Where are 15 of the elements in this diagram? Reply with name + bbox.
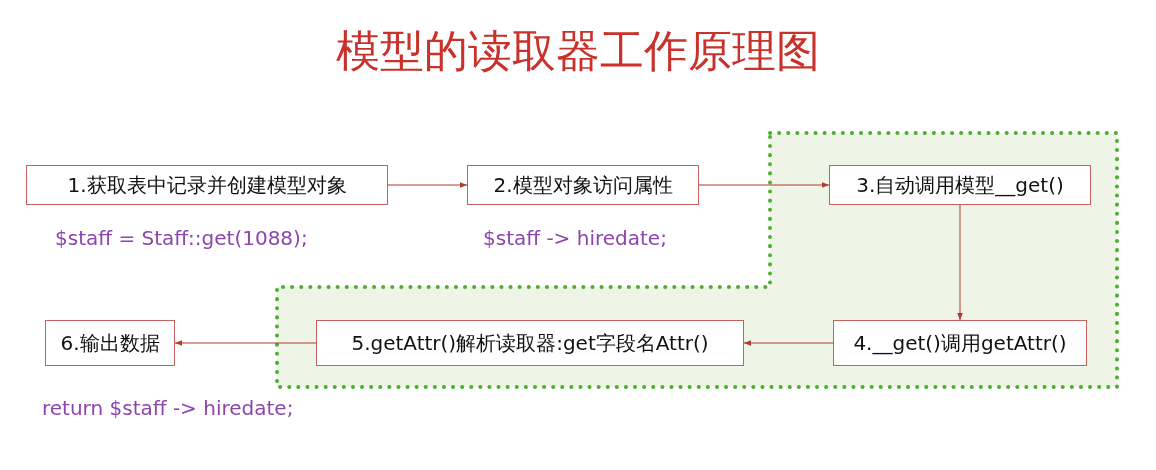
process-box: 1.获取表中记录并创建模型对象 xyxy=(26,165,388,205)
process-box: 6.输出数据 xyxy=(45,320,175,366)
title: 模型的读取器工作原理图 xyxy=(336,24,820,78)
code-line: return $staff -> hiredate; xyxy=(42,396,294,420)
process-box: 4.__get()调用getAttr() xyxy=(833,320,1087,366)
arrow xyxy=(698,182,830,188)
arrow xyxy=(174,340,317,346)
process-box: 3.自动调用模型__get() xyxy=(829,165,1091,205)
arrow xyxy=(387,182,468,188)
arrow xyxy=(957,204,963,321)
arrow xyxy=(743,340,834,346)
process-box: 2.模型对象访问属性 xyxy=(467,165,699,205)
code-line: $staff = Staff::get(1088); xyxy=(55,226,308,250)
code-line: $staff -> hiredate; xyxy=(483,226,667,250)
process-box: 5.getAttr()解析读取器:get字段名Attr() xyxy=(316,320,744,366)
